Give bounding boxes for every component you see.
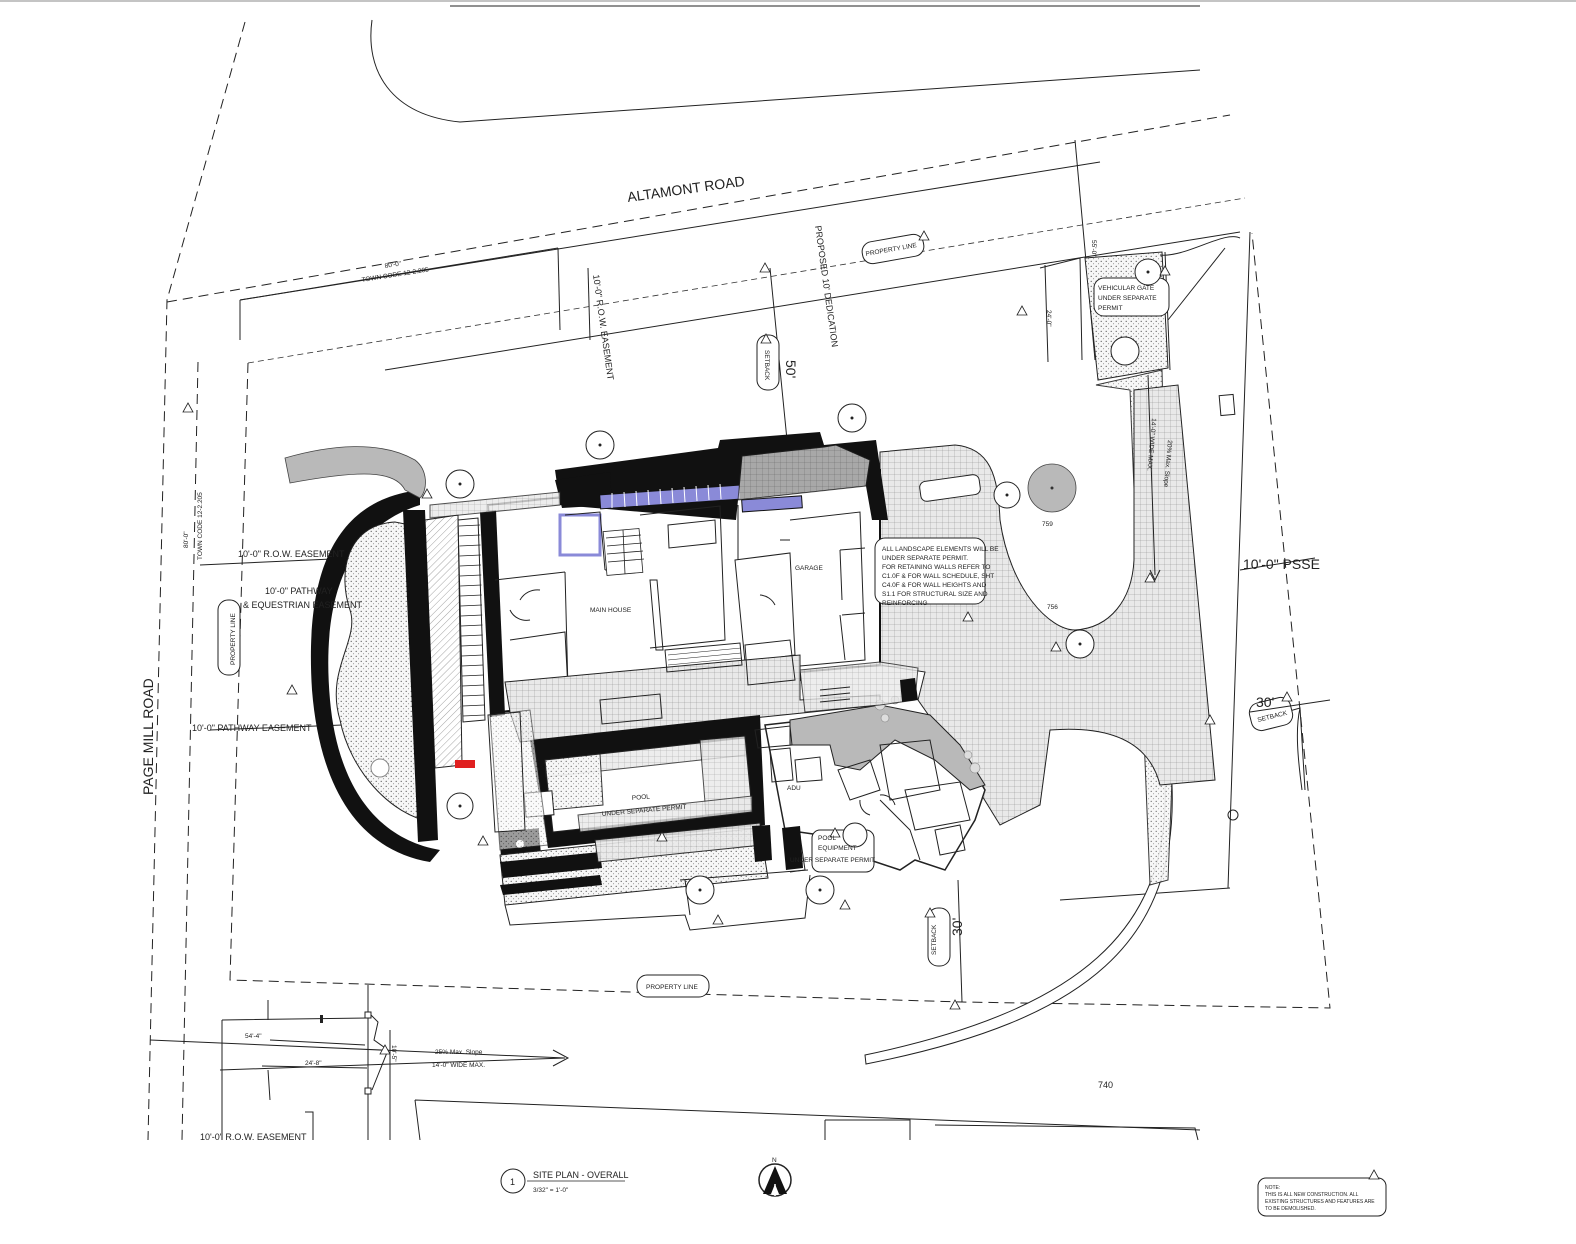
elevation-740: 740 [1098,1080,1113,1090]
stair-rung [459,554,481,557]
drawing-scale: 3/32" = 1'-0" [533,1187,569,1194]
vehicular-gate-2: UNDER SEPARATE [1098,295,1157,302]
proposed-dedication: PROPOSED 10' DEDICATION [813,225,840,348]
revision-triangle-icon [182,230,1380,1180]
utility-box [1218,393,1236,417]
drive-slope-right: 20% Max. Slope [1162,440,1173,488]
svg-text:THIS IS ALL NEW CONSTRUCTION.: THIS IS ALL NEW CONSTRUCTION. ALL [1265,1192,1359,1198]
town-code-left: TOWN CODE 12-2.205 [197,492,204,560]
page-mill-road-boundary [147,21,246,1141]
stair-rung [460,584,482,587]
svg-text:ALL LANDSCAPE ELEMENTS WILL BE: ALL LANDSCAPE ELEMENTS WILL BE [882,546,999,553]
pool-equipment-1: POOL [818,835,836,842]
stair-rung [462,714,485,717]
west-landscape-wall [310,490,440,862]
stair-rung [458,524,481,527]
dim-top: 80'-0" [384,260,402,270]
dedication-line [247,197,1246,364]
svg-text:C4.0F & FOR WALL HEIGHTS AND: C4.0F & FOR WALL HEIGHTS AND [882,582,987,589]
stair-rung [460,594,482,597]
elevation-756: 756 [1047,604,1058,611]
svg-text:TO BE DEMOLISHED.: TO BE DEMOLISHED. [1265,1206,1316,1212]
pool-equipment-2: EQUIPMENT [818,845,857,852]
driveway-curve [864,784,1173,1065]
bottom-driveway-lines [149,985,1201,1141]
driveway-spur [284,446,426,499]
garage-label: GARAGE [795,565,823,572]
svg-text:C1.0F & FOR WALL SCHEDULE, SHT: C1.0F & FOR WALL SCHEDULE, SHT [882,573,994,580]
stair-rung [459,534,481,537]
stair-rung [460,614,483,617]
dim-left: 80'-0" [183,531,190,548]
altamont-road-curb [370,5,1201,123]
stair-rung [459,564,482,567]
setback-top-value: 50' [783,360,799,378]
drive-slope-bottom: 25% Max. Slope [435,1049,483,1056]
row-easement-bottom: 10'-0" R.O.W. EASEMENT [200,1132,307,1142]
property-line-bottom: PROPERTY LINE [646,984,698,991]
stair-rung [461,634,483,637]
north-arrow-icon [758,1163,792,1197]
stair-rung [459,544,481,547]
altamont-road-label: ALTAMONT ROAD [626,173,745,205]
stair-rung [462,694,485,697]
svg-text:S1.1 FOR STRUCTURAL SIZE AND: S1.1 FOR STRUCTURAL SIZE AND [882,591,988,598]
property-line-left: PROPERTY LINE [230,613,237,665]
pathway-easement-line [181,361,199,1141]
pool-label-1: POOL [632,793,651,802]
elevation-759: 759 [1042,521,1053,528]
svg-text:NOTE:: NOTE: [1265,1185,1280,1191]
psse-label: 10'-0" PSSE [1243,556,1320,572]
adu-roof-canopy [789,704,986,791]
stair-rung [462,704,485,707]
stair-rung [459,574,482,577]
drawing-title: SITE PLAN - OVERALL [533,1170,629,1180]
row-easement-top: 10'-0" R.O.W. EASEMENT [591,274,616,381]
title-number: 1 [510,1177,515,1187]
row-easement-line [384,231,1241,371]
altamont-property-line [166,114,1231,303]
west-stair [457,517,486,723]
vehicular-gate-3: PERMIT [1098,305,1123,312]
stair-rung [461,674,484,677]
landscape-note: ALL LANDSCAPE ELEMENTS WILL BE UNDER SEP… [882,546,999,607]
svg-text:REINFORCING: REINFORCING [882,600,928,607]
dim-gate-top: 55'-0" [1090,240,1097,257]
svg-text:FOR RETAINING WALLS REFER TO: FOR RETAINING WALLS REFER TO [882,564,990,571]
drive-width-right: 14'-0" WIDE MAX. [1145,418,1157,472]
setback-right-value: 30' [1256,694,1274,710]
dim-gate-side: 24'-0" [1045,310,1052,327]
stair-rung [460,624,483,627]
row-easement-left: 10'-0" R.O.W. EASEMENT [238,549,345,559]
vehicular-gate-1: VEHICULAR GATE [1098,285,1155,292]
main-house-label: MAIN HOUSE [590,607,632,614]
stair-rung [460,604,483,607]
dim-24-8: 24'-8" [305,1060,322,1067]
dim-bottom-small: 10'-5" [390,1045,397,1062]
setback-bottom-value: 30' [949,918,965,936]
pool-equipment-3: UNDER SEPARATE PERMIT [790,857,875,864]
svg-text:EXISTING STRUCTURES AND FEATUR: EXISTING STRUCTURES AND FEATURES ARE [1265,1199,1375,1205]
dim-54-4: 54'-4" [245,1033,262,1040]
setback-bottom-label: SETBACK [931,924,938,955]
interior-walls [494,505,866,691]
tree-icon-group [445,258,1162,905]
pathway-equestrian-2: & EQUESTRIAN EASEMENT [243,600,363,610]
stair-rung [461,654,484,657]
north-label: N [772,1157,777,1164]
pathway-equestrian-1: 10'-0" PATHWAY [265,586,333,596]
adu-label: ADU [787,785,801,792]
town-code-top: TOWN CODE 12-2.205 [361,266,429,284]
drive-width-bottom: 14'-0" WIDE MAX. [432,1062,485,1069]
stair-rung [462,684,485,687]
title-number-bubble [500,1168,526,1194]
svg-text:UNDER SEPARATE PERMIT.: UNDER SEPARATE PERMIT. [882,555,968,562]
general-note: NOTE: THIS IS ALL NEW CONSTRUCTION. ALL … [1265,1185,1375,1212]
pathway-easement: 10'-0" PATHWAY EASEMENT [192,723,312,733]
stair-rung [461,664,484,667]
page-mill-road-label: PAGE MILL ROAD [140,678,156,795]
setback-top-label: SETBACK [763,350,770,381]
stair-rung [461,644,484,647]
